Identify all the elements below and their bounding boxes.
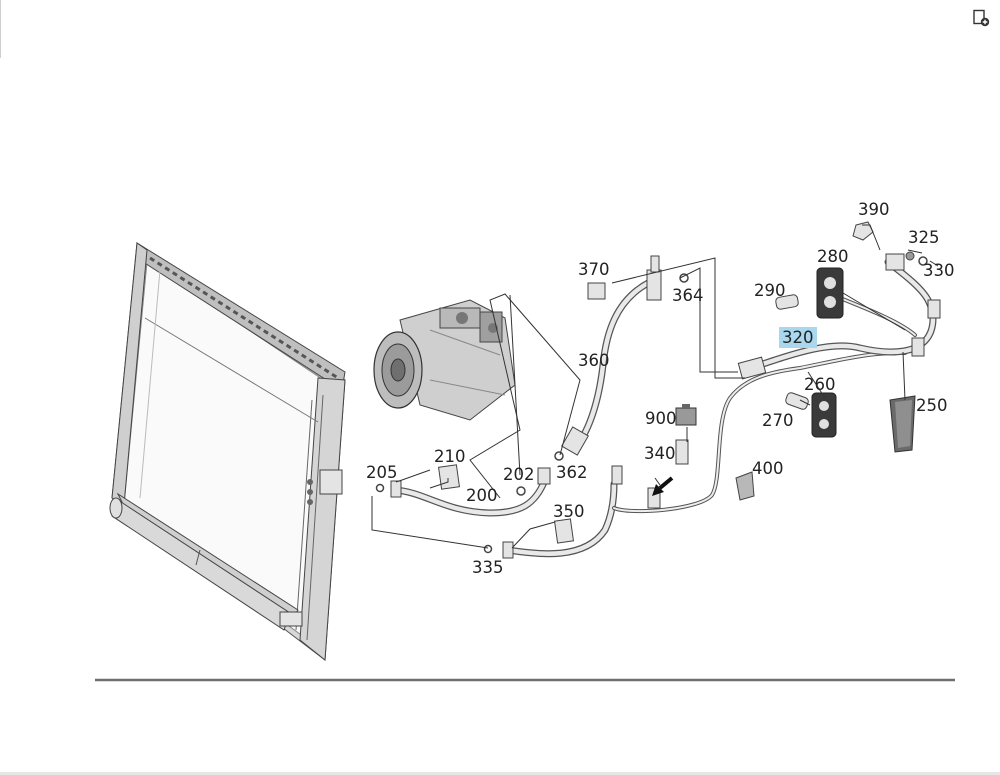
callout-200[interactable]: 200 [466,486,498,505]
window-left-edge [0,0,1,58]
ac-compressor [373,299,516,421]
callout-900[interactable]: 900 [645,409,677,428]
callout-label-280[interactable]: 280 [817,247,849,266]
callout-210[interactable]: 210 [434,447,466,466]
callout-label-350[interactable]: 350 [553,502,585,521]
callout-label-260[interactable]: 260 [804,375,836,394]
seal-plate-250 [889,395,916,453]
window-bottom-strip [0,772,1000,775]
callout-label-200[interactable]: 200 [466,486,498,505]
line-335 [504,480,618,558]
callout-label-330[interactable]: 330 [923,261,955,280]
callout-325[interactable]: 325 [908,228,940,247]
callout-364[interactable]: 364 [672,286,704,305]
callout-280[interactable]: 280 [817,247,849,266]
callout-highlight [779,327,817,348]
callout-label-202[interactable]: 202 [503,465,535,484]
callout-label-210[interactable]: 210 [434,447,466,466]
valve-block-280 [816,267,844,319]
callout-label-270[interactable]: 270 [762,411,794,430]
callout-label-400[interactable]: 400 [752,459,784,478]
callout-320[interactable]: 320 [779,327,817,348]
hose-200 [391,476,549,517]
callout-label-340[interactable]: 340 [644,444,676,463]
document-add-icon[interactable] [972,9,990,27]
callout-labels: 390 325 330 280 370 364 290 320 360 260 250 270 900 3… [366,200,955,577]
valve-block-260 [811,392,837,438]
fitting-370 [587,255,689,301]
callout-370[interactable]: 370 [578,260,610,279]
callout-label-364[interactable]: 364 [672,286,704,305]
callout-260[interactable]: 260 [804,375,836,394]
callout-330[interactable]: 330 [923,261,955,280]
callout-362[interactable]: 362 [556,463,588,482]
callout-label-325[interactable]: 325 [908,228,940,247]
callout-label-900[interactable]: 900 [645,409,677,428]
callout-360[interactable]: 360 [578,351,610,370]
hose-360 [571,278,654,452]
receiver-drier [109,492,299,631]
callout-270[interactable]: 270 [762,411,794,430]
callout-350[interactable]: 350 [553,502,585,521]
callout-290[interactable]: 290 [754,281,786,300]
line-320 [612,350,907,514]
callout-label-362[interactable]: 362 [556,463,588,482]
leader-lines [371,224,939,549]
callout-340[interactable]: 340 [644,444,676,463]
callout-label-335[interactable]: 335 [472,558,504,577]
callout-label-290[interactable]: 290 [754,281,786,300]
callout-202[interactable]: 202 [503,465,535,484]
callout-250[interactable]: 250 [916,396,948,415]
callout-label-390[interactable]: 390 [858,200,890,219]
callout-400[interactable]: 400 [752,459,784,478]
callout-390[interactable]: 390 [858,200,890,219]
callout-label-320[interactable]: 320 [782,328,814,347]
condenser-assembly [109,241,346,661]
callout-label-370[interactable]: 370 [578,260,610,279]
callout-205[interactable]: 205 [366,463,398,482]
callout-label-250[interactable]: 250 [916,396,948,415]
callout-label-205[interactable]: 205 [366,463,398,482]
callout-335[interactable]: 335 [472,558,504,577]
callout-label-360[interactable]: 360 [578,351,610,370]
